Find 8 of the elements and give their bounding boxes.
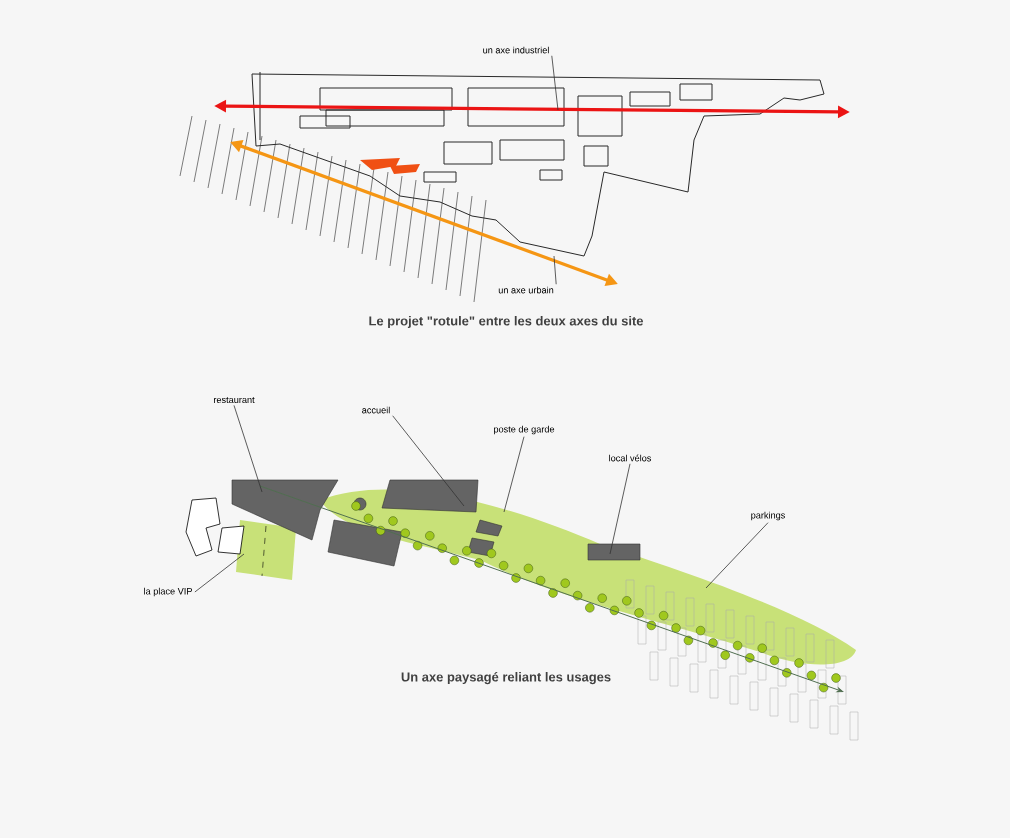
leader-line bbox=[392, 415, 465, 507]
leader-line bbox=[609, 463, 631, 555]
leader-line bbox=[503, 436, 525, 513]
leader-line bbox=[551, 55, 559, 111]
leader-line bbox=[553, 255, 557, 285]
leader-line bbox=[705, 522, 769, 589]
leader-line bbox=[233, 405, 263, 493]
leader-line bbox=[194, 553, 245, 593]
